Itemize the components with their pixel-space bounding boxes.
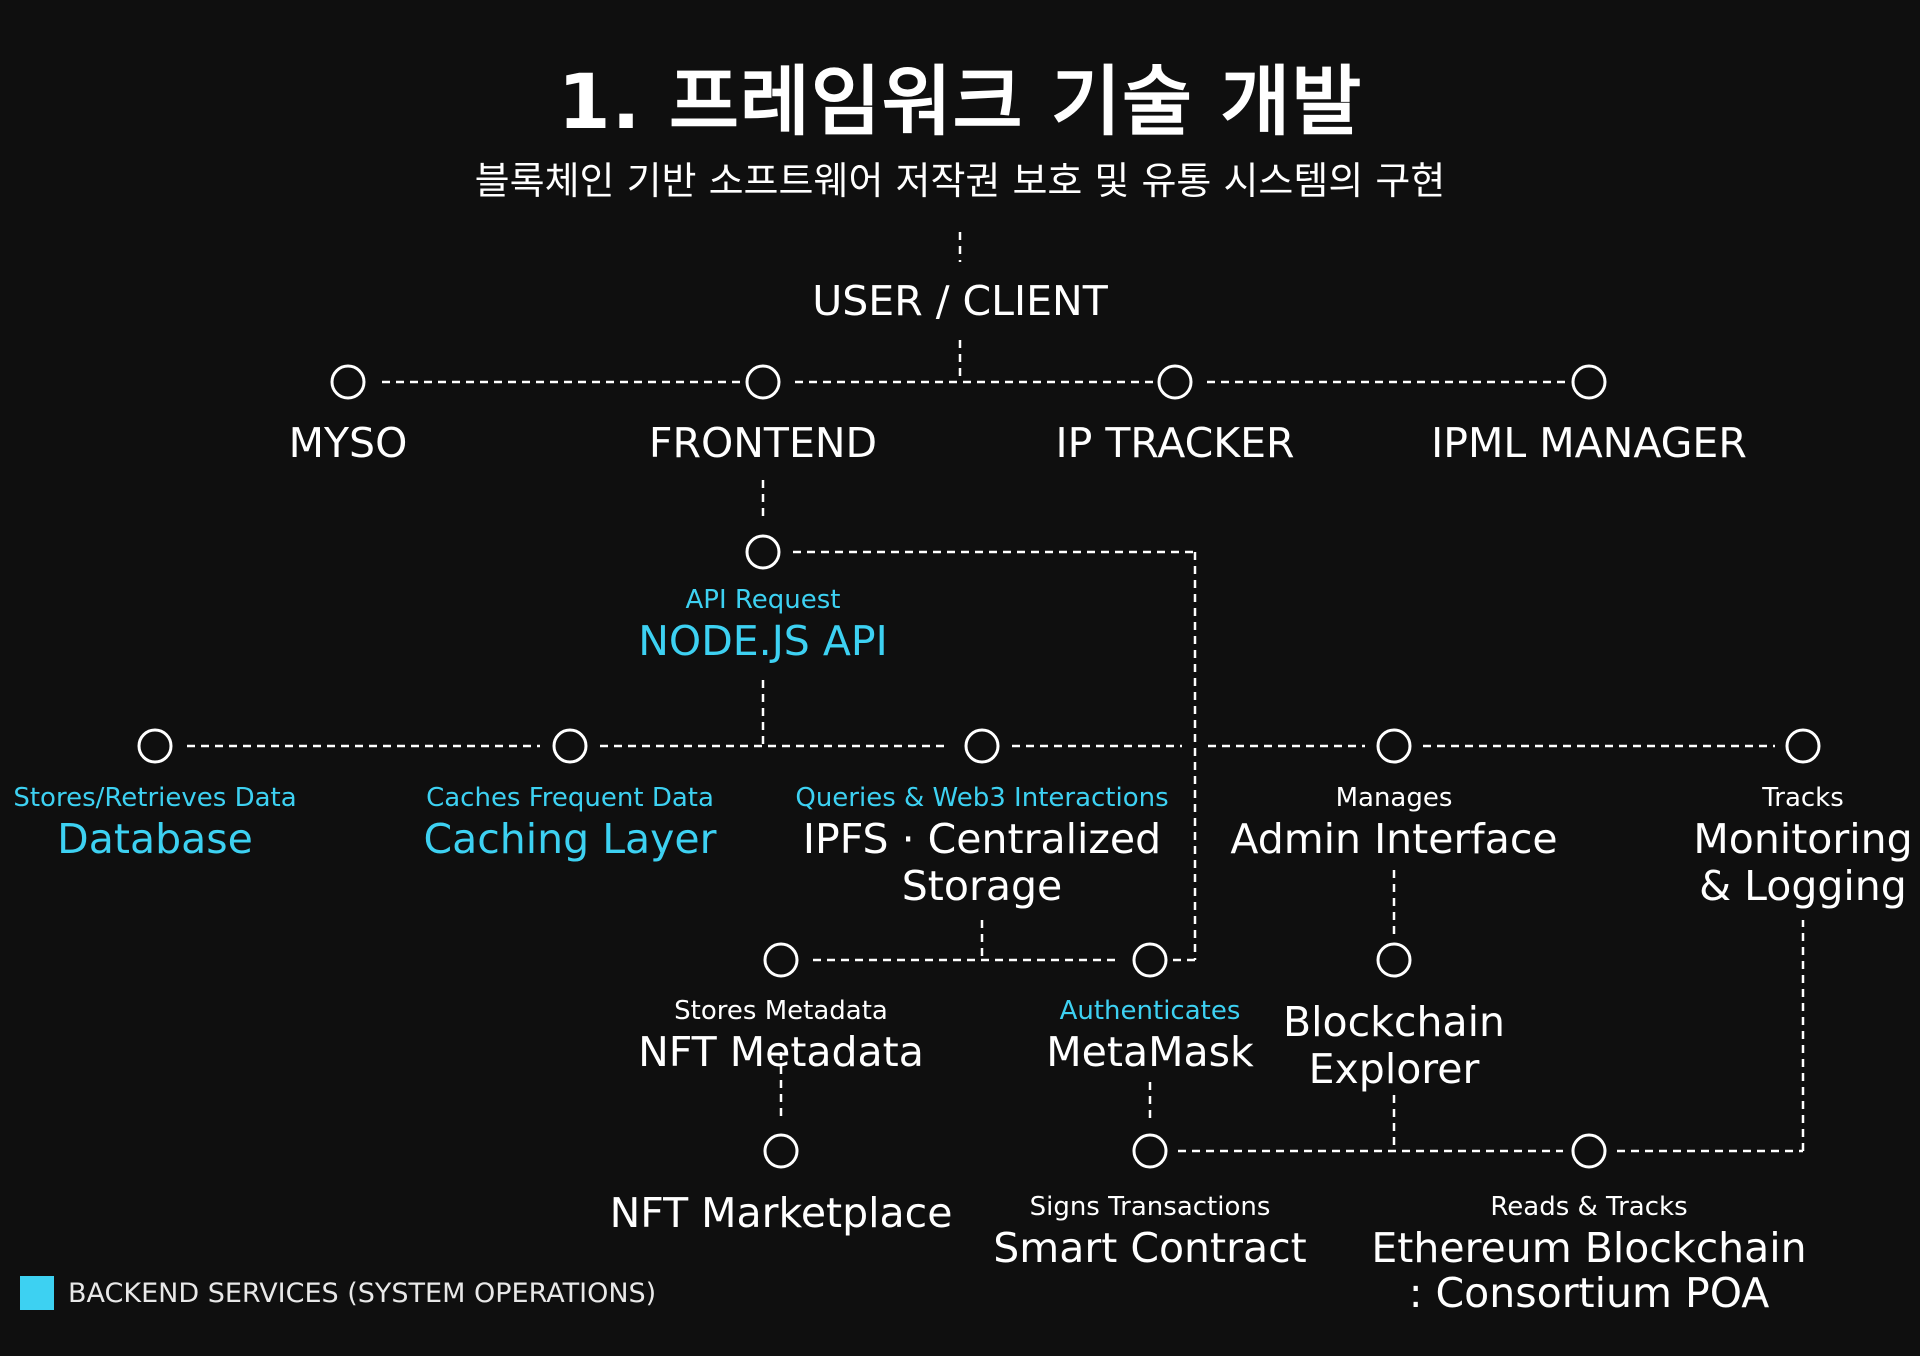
label-blockchain-explorer: Blockchain Explorer <box>1283 998 1505 1094</box>
node-caching <box>552 728 588 764</box>
node-circles <box>137 364 1821 1169</box>
caption-admin: Manages <box>1335 783 1453 813</box>
caption-api-request: API Request <box>685 585 841 615</box>
node-myso <box>330 364 366 400</box>
caption-nft-metadata: Stores Metadata <box>674 996 888 1026</box>
caption-caching: Caches Frequent Data <box>426 783 714 813</box>
node-api <box>745 534 781 570</box>
label-ipfs: IPFS · Centralized Storage <box>802 815 1162 911</box>
label-nft-metadata: NFT Metadata <box>638 1028 924 1076</box>
label-admin: Admin Interface <box>1230 815 1558 863</box>
node-ipml-manager <box>1571 364 1607 400</box>
page-subtitle: 블록체인 기반 소프트웨어 저작권 보호 및 유통 시스템의 구현 <box>474 159 1446 203</box>
legend-label: BACKEND SERVICES (SYSTEM OPERATIONS) <box>68 1277 657 1309</box>
label-ethereum-line1: Ethereum Blockchain <box>1371 1224 1807 1272</box>
legend-swatch <box>20 1276 54 1310</box>
node-ethereum <box>1571 1133 1607 1169</box>
label-ethereum-line2: : Consortium POA <box>1408 1269 1770 1317</box>
node-explorer <box>1376 942 1412 978</box>
node-frontend <box>745 364 781 400</box>
node-nft-marketplace <box>763 1133 799 1169</box>
caption-ipfs: Queries & Web3 Interactions <box>795 783 1169 813</box>
label-frontend: FRONTEND <box>648 419 878 467</box>
caption-metamask: Authenticates <box>1059 996 1241 1026</box>
node-metamask <box>1132 942 1168 978</box>
node-admin <box>1376 728 1412 764</box>
caption-database: Stores/Retrieves Data <box>13 783 297 813</box>
node-smart-contract <box>1132 1133 1168 1169</box>
label-database: Database <box>57 815 253 863</box>
node-monitoring <box>1785 728 1821 764</box>
node-ip-tracker <box>1157 364 1193 400</box>
root-label: USER / CLIENT <box>812 277 1108 325</box>
caption-ethereum: Reads & Tracks <box>1490 1192 1688 1222</box>
label-nodejs-api: NODE.JS API <box>638 617 888 665</box>
caption-smart-contract: Signs Transactions <box>1029 1192 1271 1222</box>
label-ipml-manager: IPML MANAGER <box>1431 419 1747 467</box>
connector-lines <box>187 232 1805 1153</box>
node-database <box>137 728 173 764</box>
legend: BACKEND SERVICES (SYSTEM OPERATIONS) <box>20 1276 656 1310</box>
page-title: 1. 프레임워크 기술 개발 <box>557 57 1363 146</box>
label-ip-tracker: IP TRACKER <box>1055 419 1295 467</box>
label-monitoring: Monitoring & Logging <box>1693 815 1913 911</box>
label-metamask: MetaMask <box>1046 1028 1254 1076</box>
node-nft-metadata <box>763 942 799 978</box>
label-smart-contract: Smart Contract <box>993 1224 1307 1272</box>
caption-monitoring: Tracks <box>1762 783 1844 813</box>
node-ipfs <box>964 728 1000 764</box>
label-caching: Caching Layer <box>423 815 717 863</box>
label-myso: MYSO <box>288 419 408 467</box>
label-nft-marketplace: NFT Marketplace <box>609 1189 953 1237</box>
